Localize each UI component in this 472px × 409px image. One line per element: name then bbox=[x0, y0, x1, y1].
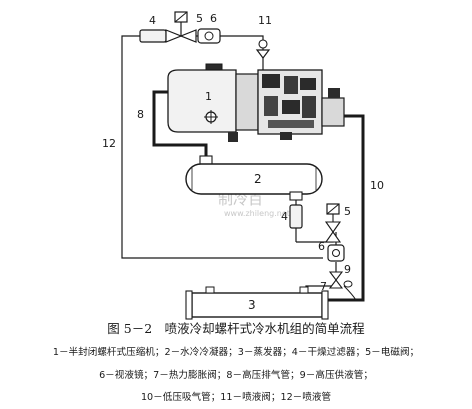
injection-valve-11 bbox=[255, 39, 271, 59]
label-12: 12 bbox=[102, 137, 116, 150]
legend-line-3: 10－低压吸气管；11－喷液阀；12－喷液管 bbox=[140, 392, 332, 403]
legend-line-1: 1－半封闭螺杆式压缩机；2－水冷冷凝器；3－蒸发器；4－干燥过滤器；5－电磁阀； bbox=[52, 347, 420, 358]
injection-pipe-12 bbox=[121, 35, 323, 259]
chiller-flow-diagram: 制冷百 www.zhileng.net bbox=[102, 11, 384, 320]
solenoid-valve-mid bbox=[324, 203, 342, 243]
label-6-mid: 6 bbox=[318, 240, 325, 253]
label-2: 2 bbox=[254, 172, 262, 186]
suction-pipe-10 bbox=[322, 114, 365, 302]
sight-glass-top bbox=[197, 28, 221, 44]
sight-glass-mid bbox=[327, 244, 345, 262]
label-5-mid: 5 bbox=[344, 205, 351, 218]
figure-caption-title: 图 5－2 喷液冷却螺杆式冷水机组的简单流程 bbox=[107, 321, 365, 336]
watermark-line2: www.zhileng.net bbox=[224, 209, 290, 218]
label-6-top: 6 bbox=[210, 12, 217, 25]
label-5-top: 5 bbox=[196, 12, 203, 25]
label-4-top: 4 bbox=[149, 14, 156, 27]
legend-line-2: 6－视液镜；7－热力膨胀阀；8－高压排气管；9－高压供液管； bbox=[99, 370, 373, 381]
label-11: 11 bbox=[258, 14, 272, 27]
label-1: 1 bbox=[205, 90, 212, 103]
discharge-pipe-8 bbox=[152, 90, 208, 158]
evaporator-3 bbox=[185, 286, 329, 320]
expansion-valve-7 bbox=[328, 271, 344, 289]
drier-filter-mid bbox=[289, 204, 303, 229]
water-cooled-condenser-2 bbox=[185, 155, 323, 201]
label-7: 7 bbox=[320, 280, 327, 293]
label-4-mid: 4 bbox=[281, 210, 288, 223]
label-3: 3 bbox=[248, 298, 256, 312]
label-10: 10 bbox=[370, 179, 384, 192]
drier-filter-top bbox=[139, 29, 167, 43]
txv-bulb bbox=[343, 280, 353, 288]
solenoid-valve-top bbox=[165, 11, 197, 43]
label-9: 9 bbox=[344, 263, 351, 276]
txv-sensing-line bbox=[343, 285, 357, 301]
label-8: 8 bbox=[137, 108, 144, 121]
screw-compressor-1 bbox=[167, 63, 345, 142]
